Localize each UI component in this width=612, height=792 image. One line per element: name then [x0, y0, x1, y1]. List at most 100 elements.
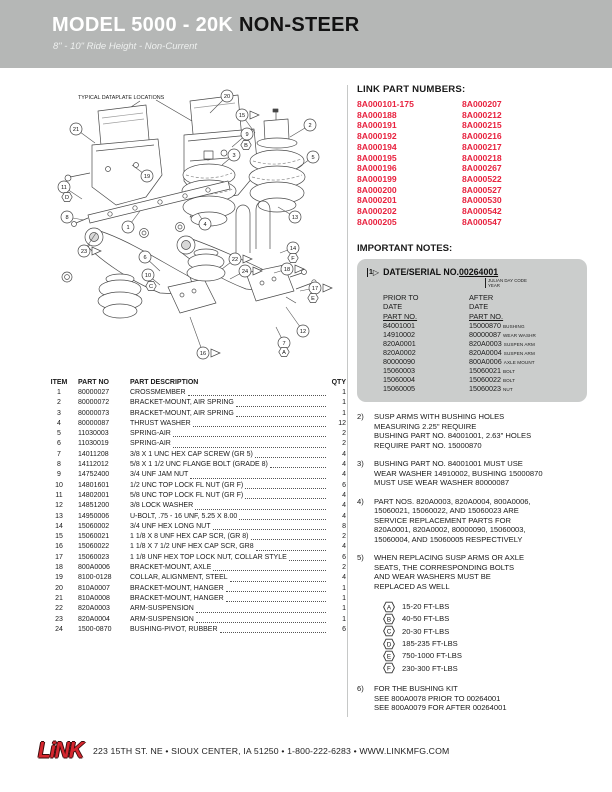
- serial-annotation: JULIAN DAY CODE YEAR: [485, 278, 579, 288]
- link-part-numbers-heading: LINK PART NUMBERS:: [357, 84, 466, 95]
- svg-text:4: 4: [203, 222, 206, 228]
- diagram-callout-15: 15: [235, 108, 260, 134]
- diagram-callout-8: 8: [60, 210, 85, 224]
- part-number: 8A000199: [357, 173, 397, 184]
- page-subtitle: 8" - 10" Ride Height - Non-Current: [53, 41, 198, 52]
- link-logo: LiNK: [38, 738, 84, 763]
- col-qty: QTY: [331, 378, 346, 386]
- diagram-callout-14: 14: [279, 241, 300, 255]
- diagram-callout-18: 18: [273, 262, 305, 276]
- part-number: 8A000530: [462, 195, 502, 206]
- important-notes-section: IMPORTANT NOTES: 1▷ DATE/SERIAL NO. 0026…: [357, 243, 590, 722]
- julian-day-label: JULIAN DAY CODE: [485, 278, 579, 283]
- part-number: 8A000207: [462, 99, 502, 109]
- diagram-callout-1: 1: [121, 210, 141, 234]
- diagram-callout-12: 12: [285, 306, 310, 338]
- part-number: 8A000192: [357, 131, 397, 142]
- svg-text:2: 2: [308, 123, 311, 129]
- svg-text:F: F: [387, 665, 391, 672]
- diagram-callout-13: 13: [277, 206, 302, 224]
- svg-text:23: 23: [81, 249, 87, 255]
- diagram-callout-4: 4: [197, 212, 212, 231]
- date-serial-box: 1▷ DATE/SERIAL NO. 00264001 JULIAN DAY C…: [357, 259, 587, 403]
- svg-text:A: A: [282, 350, 286, 356]
- svg-text:E: E: [387, 653, 391, 660]
- svg-text:18: 18: [284, 267, 290, 273]
- diagram-callout-A: A: [278, 347, 290, 357]
- part-number: 8A000195: [357, 152, 397, 163]
- page-footer: LiNK 223 15TH ST. NE • SIOUX CENTER, IA …: [38, 738, 594, 763]
- hex-marker-icon: E: [383, 650, 395, 662]
- hex-marker-icon: D: [383, 638, 395, 649]
- date-serial-label: DATE/SERIAL NO.: [383, 267, 459, 277]
- part-number: 8A000200: [357, 184, 397, 195]
- important-notes-heading: IMPORTANT NOTES:: [357, 243, 453, 254]
- part-number: 8A000267: [462, 163, 502, 174]
- date-serial-line: 1▷ DATE/SERIAL NO. 00264001: [367, 267, 579, 277]
- svg-text:22: 22: [232, 257, 238, 263]
- page-title-model: MODEL 5000 - 20K: [52, 14, 234, 36]
- part-number: 8A000542: [462, 206, 502, 217]
- footer-address: 223 15TH ST. NE • SIOUX CENTER, IA 51250…: [93, 746, 450, 756]
- svg-text:8: 8: [65, 215, 68, 221]
- part-number: 8A000202: [357, 206, 397, 217]
- svg-text:10: 10: [145, 273, 151, 279]
- svg-text:12: 12: [300, 329, 306, 335]
- part-number: 8A000522: [462, 173, 502, 184]
- svg-text:17: 17: [312, 286, 318, 292]
- diagram-callout-E: E: [307, 293, 319, 303]
- svg-text:19: 19: [144, 174, 150, 180]
- link-part-numbers-section: LINK PART NUMBERS: 8A000101-175 8A000207 8…: [357, 84, 590, 227]
- col-item: ITEM: [50, 378, 68, 386]
- page-title-type: NON-STEER: [233, 14, 360, 36]
- svg-text:D: D: [65, 195, 69, 201]
- svg-text:20: 20: [224, 94, 230, 100]
- svg-text:7: 7: [282, 341, 285, 347]
- hex-marker-icon: B: [383, 613, 395, 625]
- hex-marker-icon: C: [383, 625, 395, 637]
- diagram-callout-16: 16: [189, 316, 221, 360]
- page-header: MODEL 5000 - 20K NON-STEER 8" - 10" Ride…: [0, 0, 612, 68]
- serial-number: 00264001: [458, 267, 499, 277]
- svg-text:6: 6: [143, 255, 146, 261]
- dataplate-locations-label: TYPICAL DATAPLATE LOCATIONS: [78, 95, 165, 101]
- svg-text:B: B: [244, 143, 248, 149]
- diagram-callout-19: 19: [131, 164, 154, 183]
- part-number: 8A000191: [357, 120, 397, 131]
- col-part-no: PART NO: [78, 378, 109, 386]
- svg-text:C: C: [149, 284, 153, 290]
- parts-table-header: ITEM PART NO PART DESCRIPTION QTY: [48, 376, 346, 388]
- part-number: 8A000101-175: [357, 99, 414, 109]
- diagram-callout-11: 11: [57, 180, 83, 200]
- svg-text:21: 21: [73, 127, 79, 133]
- hex-marker-icon: F: [383, 662, 395, 674]
- svg-text:1: 1: [126, 225, 129, 231]
- part-number: 8A000196: [357, 163, 397, 174]
